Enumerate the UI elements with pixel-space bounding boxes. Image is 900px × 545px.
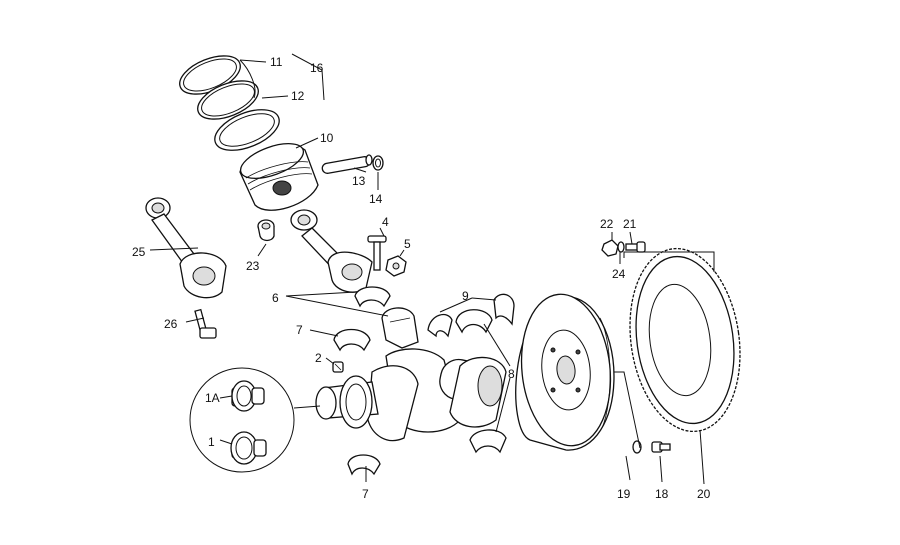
callout-26: 26 bbox=[164, 317, 178, 331]
callout-16: 16 bbox=[310, 61, 324, 75]
callout-14: 14 bbox=[369, 192, 383, 206]
callout-24: 24 bbox=[612, 267, 626, 281]
bolt-18 bbox=[651, 441, 671, 453]
callout-21: 21 bbox=[623, 217, 637, 231]
callout-25: 25 bbox=[132, 245, 146, 259]
ring-middle bbox=[197, 80, 259, 120]
detail-circle bbox=[189, 367, 321, 473]
crank-key bbox=[332, 361, 344, 373]
connecting-rod-left bbox=[145, 197, 227, 299]
ring-oil bbox=[214, 109, 280, 151]
ring-gear bbox=[629, 247, 741, 433]
callout-7-top: 7 bbox=[296, 323, 303, 337]
callout-18: 18 bbox=[655, 487, 669, 501]
callout-5: 5 bbox=[404, 237, 411, 251]
bolt-21 bbox=[625, 241, 646, 253]
leader-lines bbox=[149, 53, 715, 485]
bolt-22 bbox=[601, 239, 619, 257]
small-end-bushing bbox=[257, 219, 275, 242]
rod-bolt bbox=[367, 235, 387, 271]
connecting-rod-center bbox=[290, 209, 373, 293]
callout-9: 9 bbox=[462, 289, 469, 303]
bearing-shell-upper bbox=[354, 286, 391, 308]
callout-7-bottom: 7 bbox=[362, 487, 369, 501]
callout-2: 2 bbox=[315, 351, 322, 365]
callout-1: 1 bbox=[208, 435, 215, 449]
callout-4: 4 bbox=[382, 215, 389, 229]
main-bearing-8-upper bbox=[455, 309, 493, 334]
callout-12: 12 bbox=[291, 89, 305, 103]
callout-19: 19 bbox=[617, 487, 631, 501]
callout-22: 22 bbox=[600, 217, 614, 231]
rod-nut bbox=[385, 255, 407, 277]
gear-variant-1 bbox=[230, 431, 267, 465]
main-bearing-top bbox=[333, 328, 371, 352]
washer-24 bbox=[617, 241, 625, 253]
crankshaft bbox=[315, 348, 507, 442]
clutch-assembly bbox=[515, 293, 615, 451]
crank-gear bbox=[339, 375, 373, 429]
piston-rings bbox=[179, 55, 280, 151]
thrust-washer-right bbox=[493, 293, 515, 326]
callout-8: 8 bbox=[508, 367, 515, 381]
piston bbox=[239, 143, 319, 211]
callout-10: 10 bbox=[320, 131, 334, 145]
callout-23: 23 bbox=[246, 259, 260, 273]
circlip bbox=[372, 155, 384, 171]
thrust-washer-left bbox=[427, 313, 453, 338]
piston-pin bbox=[321, 154, 373, 174]
callout-labels: 11 12 16 10 13 14 4 5 23 25 26 6 7 2 9 8… bbox=[132, 55, 711, 501]
callout-6: 6 bbox=[272, 291, 279, 305]
callout-13: 13 bbox=[352, 174, 366, 188]
callout-20: 20 bbox=[697, 487, 711, 501]
callout-11: 11 bbox=[270, 55, 283, 69]
bearing-shell-lower bbox=[381, 307, 419, 349]
gear-variant-1a bbox=[231, 380, 265, 412]
main-bearing-8-lower bbox=[469, 429, 507, 454]
callout-1a: 1A bbox=[205, 391, 220, 405]
rod-bolt-left bbox=[194, 308, 217, 339]
main-bearing-7-lower bbox=[347, 454, 381, 476]
